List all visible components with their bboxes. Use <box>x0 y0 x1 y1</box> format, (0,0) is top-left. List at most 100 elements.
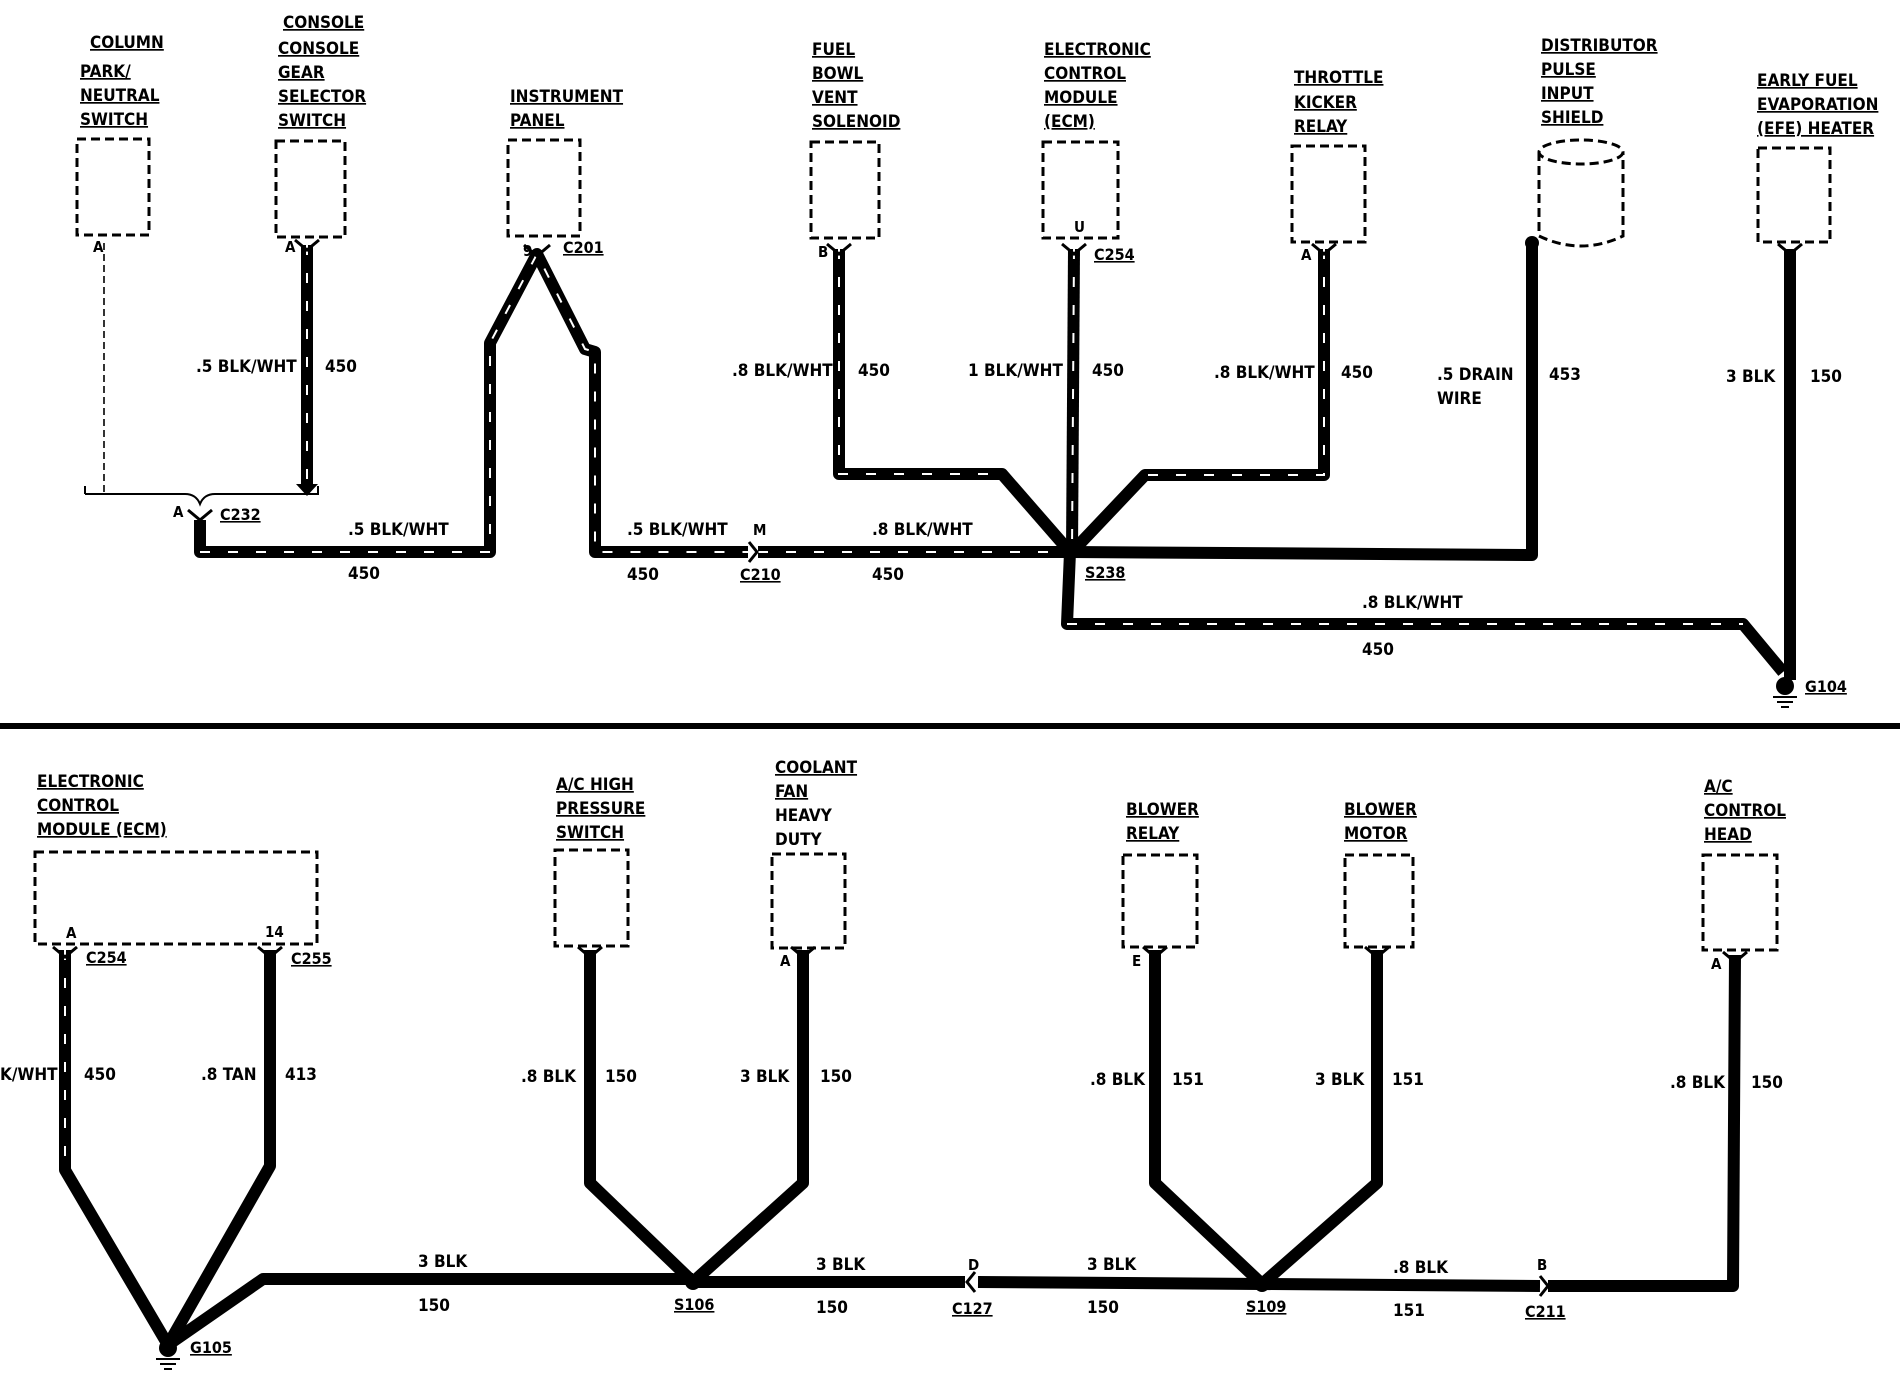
blower-motor-box <box>1343 853 1415 949</box>
efe-title-1: EARLY FUEL <box>1757 71 1858 91</box>
coolant-fan-box <box>770 852 847 950</box>
distributor-wire-circuit: 453 <box>1549 365 1581 385</box>
s238-label: S238 <box>1085 563 1125 582</box>
top-labels: COLUMN PARK/ NEUTRAL SWITCH A CONSOLE CO… <box>80 13 1878 696</box>
distributor-shield-icon <box>1537 138 1625 248</box>
console-gear-wire-circuit: 450 <box>325 357 357 377</box>
c201-label: C201 <box>563 238 604 257</box>
throttle-kicker-wire-circuit: 450 <box>1341 363 1373 383</box>
c254-top-label: C254 <box>1094 245 1135 264</box>
park-neutral-title-2: PARK/ <box>80 62 131 82</box>
blower-motor-title-1: BLOWER <box>1344 800 1417 820</box>
console-gear-title-3: GEAR <box>278 63 325 83</box>
ac-pressure-wire-gauge: .8 BLK <box>521 1067 577 1087</box>
coolant-fan-title-1: COOLANT <box>775 758 858 778</box>
ac-head-wire-circuit: 150 <box>1751 1073 1783 1093</box>
console-gear-title-5: SWITCH <box>278 111 346 131</box>
ecm-top-wire-circuit: 450 <box>1092 361 1124 381</box>
g105-ground-icon <box>156 1358 180 1370</box>
coolant-fan-title-4: DUTY <box>775 830 823 850</box>
c255-label: C255 <box>291 949 332 968</box>
bottom-components <box>33 848 1779 952</box>
c232-pin: A <box>173 503 184 521</box>
ac-pressure-title-2: PRESSURE <box>556 799 645 819</box>
c127-s109-wire-gauge: 3 BLK <box>1087 1255 1137 1275</box>
blower-relay-wire-gauge: .8 BLK <box>1090 1070 1146 1090</box>
s106-c127-wire-circuit: 150 <box>816 1298 848 1318</box>
c127-pin: D <box>968 1256 979 1274</box>
c210-s238-wire-gauge: .8 BLK/WHT <box>872 520 973 540</box>
efe-heater-box <box>1756 146 1832 244</box>
top-wiring <box>84 236 1803 708</box>
g104-label: G104 <box>1805 677 1847 696</box>
distributor-title-4: SHIELD <box>1541 108 1603 128</box>
park-neutral-pin: A <box>93 238 104 256</box>
efe-wire-circuit: 150 <box>1810 367 1842 387</box>
ip-c210-wire-gauge: .5 BLK/WHT <box>627 520 728 540</box>
throttle-kicker-title-3: RELAY <box>1294 117 1348 137</box>
ecm-top-wire-gauge: 1 BLK/WHT <box>968 361 1063 381</box>
park-neutral-title-1: COLUMN <box>90 33 164 53</box>
ecm-14-wire-circuit: 413 <box>285 1065 317 1085</box>
blower-relay-title-1: BLOWER <box>1126 800 1199 820</box>
fuel-bowl-title-2: BOWL <box>812 64 864 84</box>
ac-high-pressure-switch-box <box>553 848 630 948</box>
blower-relay-wire-circuit: 151 <box>1172 1070 1204 1090</box>
console-gear-pin: A <box>285 238 296 256</box>
blower-motor-wire-gauge: 3 BLK <box>1315 1070 1365 1090</box>
ac-head-title-1: A/C <box>1704 777 1733 797</box>
c210-label: C210 <box>740 565 781 584</box>
coolant-fan-wire-circuit: 150 <box>820 1067 852 1087</box>
distributor-wire-gauge-2: WIRE <box>1437 389 1482 409</box>
blower-motor-wire-circuit: 151 <box>1392 1070 1424 1090</box>
ac-pressure-title-1: A/C HIGH <box>556 775 634 795</box>
c211-pin: B <box>1537 1256 1547 1274</box>
fuel-bowl-title-4: SOLENOID <box>812 112 900 132</box>
s109-c211-wire-gauge: .8 BLK <box>1393 1258 1449 1278</box>
instrument-panel-title-2: PANEL <box>510 111 565 131</box>
ecm-bottom-title-3: MODULE (ECM) <box>37 820 167 840</box>
ecm-14-wire-gauge: .8 TAN <box>201 1065 257 1085</box>
blower-motor-title-2: MOTOR <box>1344 824 1408 844</box>
s238-g104-wire-circuit: 450 <box>1362 640 1394 660</box>
throttle-kicker-wire-gauge: .8 BLK/WHT <box>1214 363 1315 383</box>
ecm-top-box <box>1041 140 1120 240</box>
ecm-top-title-3: MODULE <box>1044 88 1118 108</box>
ac-pressure-wire-circuit: 150 <box>605 1067 637 1087</box>
console-gear-title-1: CONSOLE <box>283 13 364 33</box>
s106-splice-dot <box>685 1274 701 1290</box>
c210-s238-wire-circuit: 450 <box>872 565 904 585</box>
ecm-a-wire-gauge: K/WHT <box>0 1065 58 1085</box>
distributor-title-3: INPUT <box>1541 84 1594 104</box>
ip-c210-wire-circuit: 450 <box>627 565 659 585</box>
g105-label: G105 <box>190 1338 232 1357</box>
c127-label: C127 <box>952 1299 993 1318</box>
park-neutral-title-3: NEUTRAL <box>80 86 160 106</box>
blower-relay-box <box>1121 853 1199 949</box>
s109-splice-dot <box>1254 1276 1270 1292</box>
distributor-title-2: PULSE <box>1541 60 1596 80</box>
ac-head-title-3: HEAD <box>1704 825 1752 845</box>
throttle-kicker-pin: A <box>1301 246 1312 264</box>
efe-title-2: EVAPORATION <box>1757 95 1878 115</box>
g104-ground-dot <box>1776 677 1794 695</box>
park-neutral-title-4: SWITCH <box>80 110 148 130</box>
coolant-fan-pin: A <box>780 952 791 970</box>
c210-pin: M <box>753 521 766 539</box>
s106-label: S106 <box>674 1295 714 1314</box>
g105-s106-wire-gauge: 3 BLK <box>418 1252 468 1272</box>
g105-ground-dot <box>159 1339 177 1357</box>
ecm-bottom-title-2: CONTROL <box>37 796 119 816</box>
instrument-panel-pin: 9 <box>523 242 532 260</box>
efe-title-3: (EFE) HEATER <box>1757 119 1874 139</box>
fuel-bowl-title-3: VENT <box>812 88 858 108</box>
throttle-kicker-title-2: KICKER <box>1294 93 1357 113</box>
console-gear-title-2: CONSOLE <box>278 39 359 59</box>
ac-pressure-title-3: SWITCH <box>556 823 624 843</box>
bottom-wiring <box>52 945 1748 1370</box>
c211-label: C211 <box>1525 1302 1566 1321</box>
s109-c211-wire-circuit: 151 <box>1393 1301 1425 1321</box>
distributor-wire-gauge: .5 DRAIN <box>1437 365 1514 385</box>
ac-head-wire-gauge: .8 BLK <box>1670 1073 1726 1093</box>
